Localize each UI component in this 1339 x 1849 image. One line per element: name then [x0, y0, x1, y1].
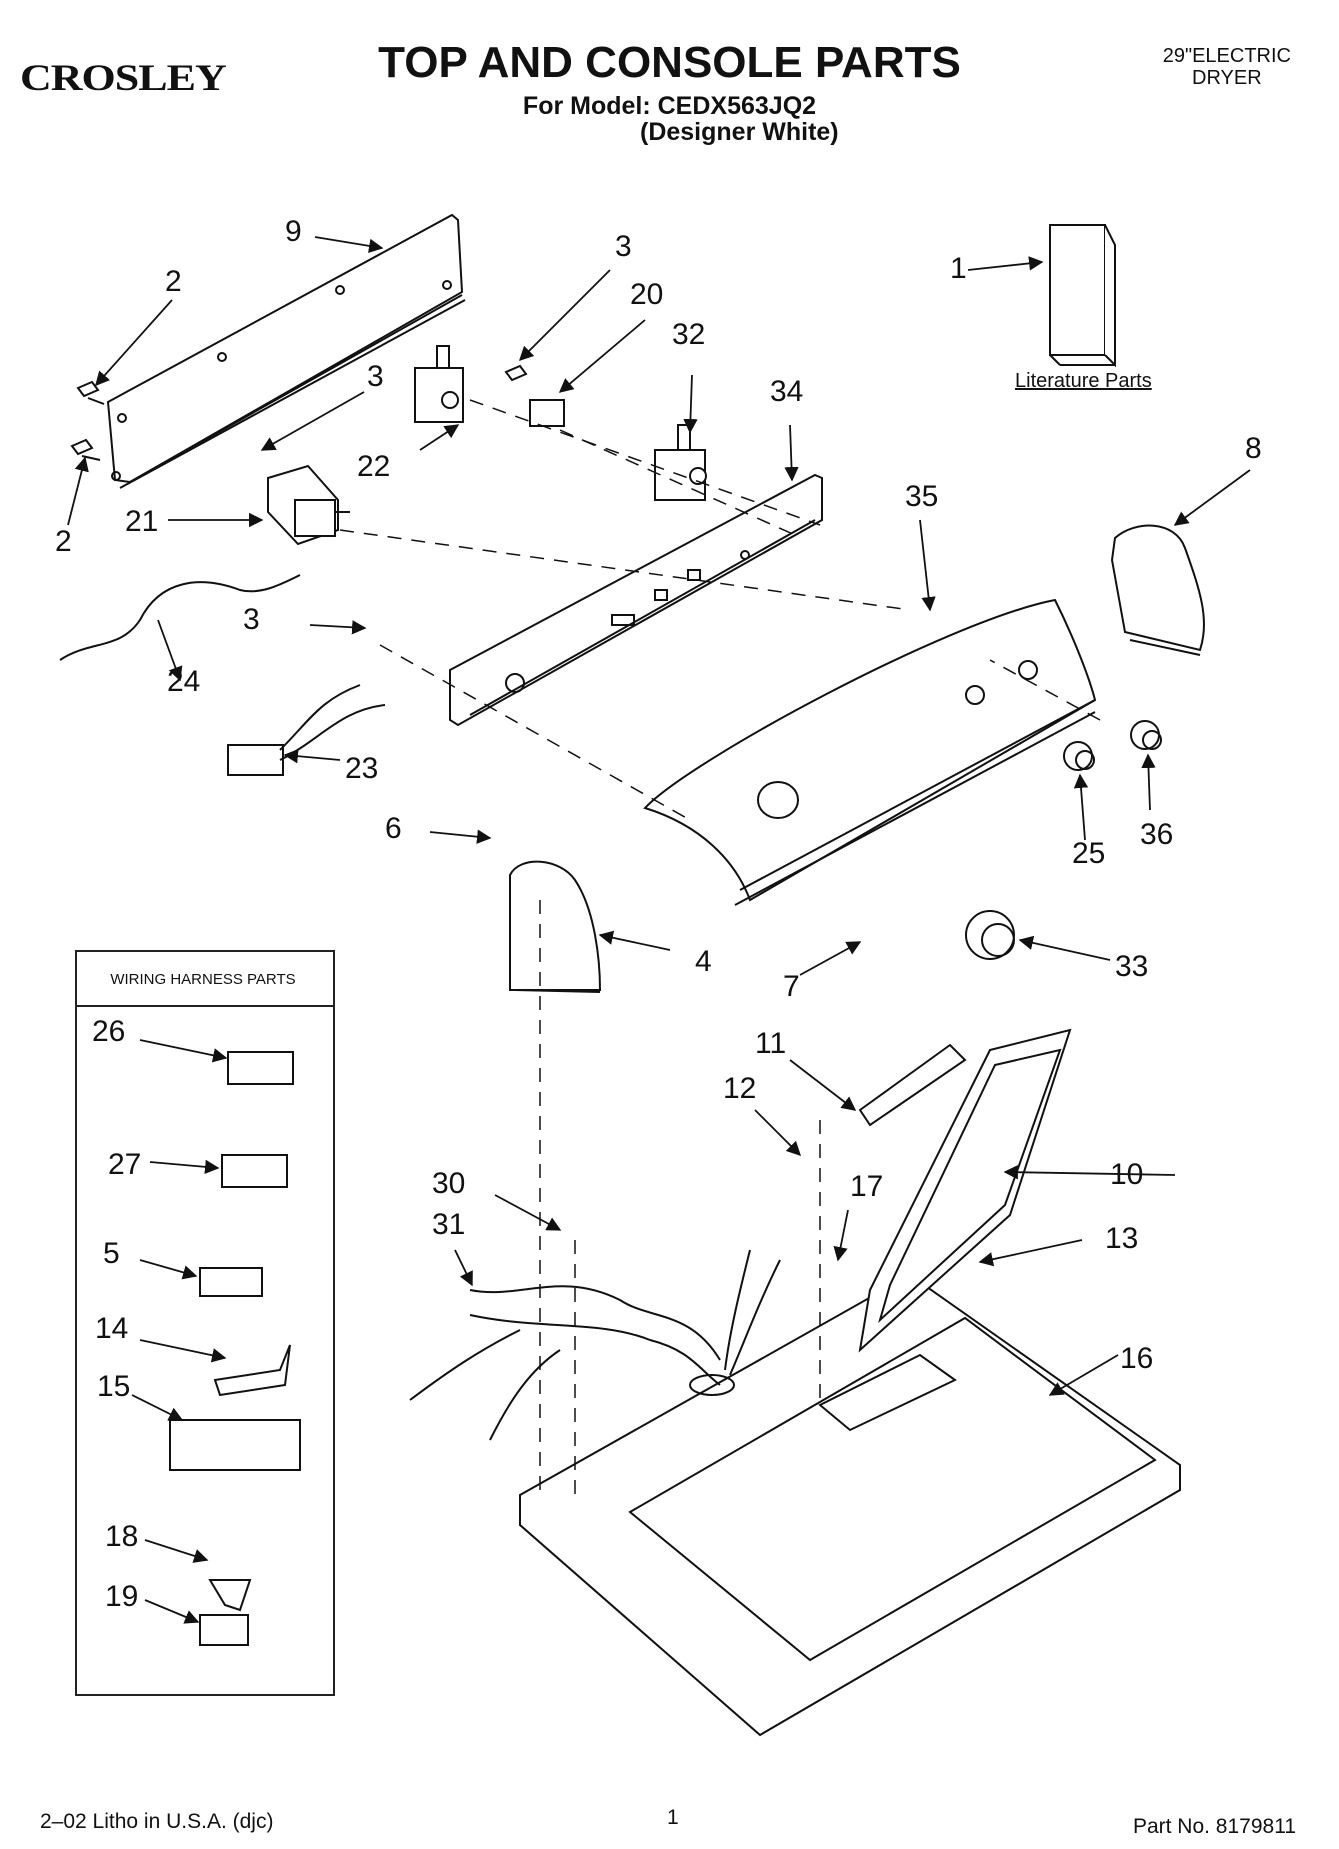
callout-14: 14	[95, 1312, 129, 1345]
callout-3: 3	[243, 603, 260, 636]
callout-2: 2	[55, 525, 72, 558]
callout-31: 31	[432, 1208, 466, 1241]
callout-22: 22	[357, 450, 391, 483]
part-31-wiring-harness	[409, 1249, 781, 1441]
callout-17: 17	[850, 1170, 884, 1203]
part-24-wire	[59, 574, 301, 661]
callout-4: 4	[695, 945, 712, 978]
callout-34: 34	[770, 375, 804, 408]
callout-10: 10	[1110, 1158, 1144, 1191]
dryer-type: 29"ELECTRIC DRYER	[1163, 45, 1291, 89]
part-10-lint-screen	[858, 1028, 1072, 1353]
callout-5: 5	[103, 1237, 120, 1270]
callout-23: 23	[345, 752, 379, 785]
part-22-switch	[414, 345, 464, 423]
callout-35: 35	[905, 480, 939, 513]
dryer-type-line1: 29"ELECTRIC	[1162, 45, 1291, 67]
callout-25: 25	[1072, 837, 1106, 870]
print-info: 2–02 Litho in U.S.A. (djc)	[40, 1810, 274, 1833]
callout-19: 19	[105, 1580, 139, 1613]
callout-3: 3	[615, 230, 632, 263]
part-2-screws	[70, 380, 105, 461]
callout-leaders	[67, 236, 1251, 1624]
model-line: For Model: CEDX563JQ2	[522, 92, 817, 120]
wiring-harness-divider	[75, 1005, 335, 1007]
callout-1: 1	[950, 252, 967, 285]
part-20-light	[504, 364, 565, 427]
harness-box-parts	[169, 1051, 301, 1646]
callout-15: 15	[97, 1370, 131, 1403]
dryer-type-line2: DRYER	[1192, 67, 1262, 89]
callout-7: 7	[783, 970, 800, 1003]
part-number: Part No. 8179811	[1132, 1815, 1296, 1838]
callout-27: 27	[108, 1148, 142, 1181]
part-23-harness	[227, 684, 386, 776]
part-1-literature	[1049, 224, 1116, 368]
part-16-top	[519, 1273, 1181, 1737]
callout-33: 33	[1115, 950, 1149, 983]
callout-26: 26	[92, 1015, 126, 1048]
wiring-harness-box	[75, 950, 335, 1696]
knobs	[965, 720, 1162, 960]
part-11-lint-frame	[858, 1043, 967, 1127]
callout-3: 3	[367, 360, 384, 393]
callout-6: 6	[385, 812, 402, 845]
callout-11: 11	[755, 1027, 787, 1060]
part-32-switch	[654, 424, 707, 501]
callout-12: 12	[723, 1072, 757, 1105]
callout-24: 24	[167, 665, 201, 698]
callout-30: 30	[432, 1167, 466, 1200]
callout-16: 16	[1120, 1342, 1154, 1375]
callout-21: 21	[125, 505, 159, 538]
brand-logo: CROSLEY	[20, 56, 227, 99]
part-4-end-cap	[509, 860, 602, 993]
page-title: TOP AND CONSOLE PARTS	[378, 38, 961, 87]
wiring-harness-title: WIRING HARNESS PARTS	[110, 971, 296, 988]
part-8-end-cap	[1110, 524, 1206, 656]
callout-36: 36	[1140, 818, 1174, 851]
callout-32: 32	[672, 318, 706, 351]
part-34-console-bracket	[449, 473, 823, 727]
callout-18: 18	[105, 1520, 139, 1553]
part-21-timer	[267, 464, 350, 546]
callout-20: 20	[630, 278, 664, 311]
part-9-rear-panel	[106, 213, 466, 489]
alignment-lines	[339, 399, 1101, 1500]
callout-9: 9	[285, 215, 302, 248]
page-number: 1	[667, 1806, 679, 1829]
callout-13: 13	[1105, 1222, 1139, 1255]
callout-2: 2	[165, 265, 182, 298]
part-35-console	[643, 598, 1097, 906]
callout-8: 8	[1245, 432, 1262, 465]
model-variant: (Designer White)	[640, 118, 839, 146]
literature-parts-label: Literature Parts	[1015, 370, 1152, 392]
